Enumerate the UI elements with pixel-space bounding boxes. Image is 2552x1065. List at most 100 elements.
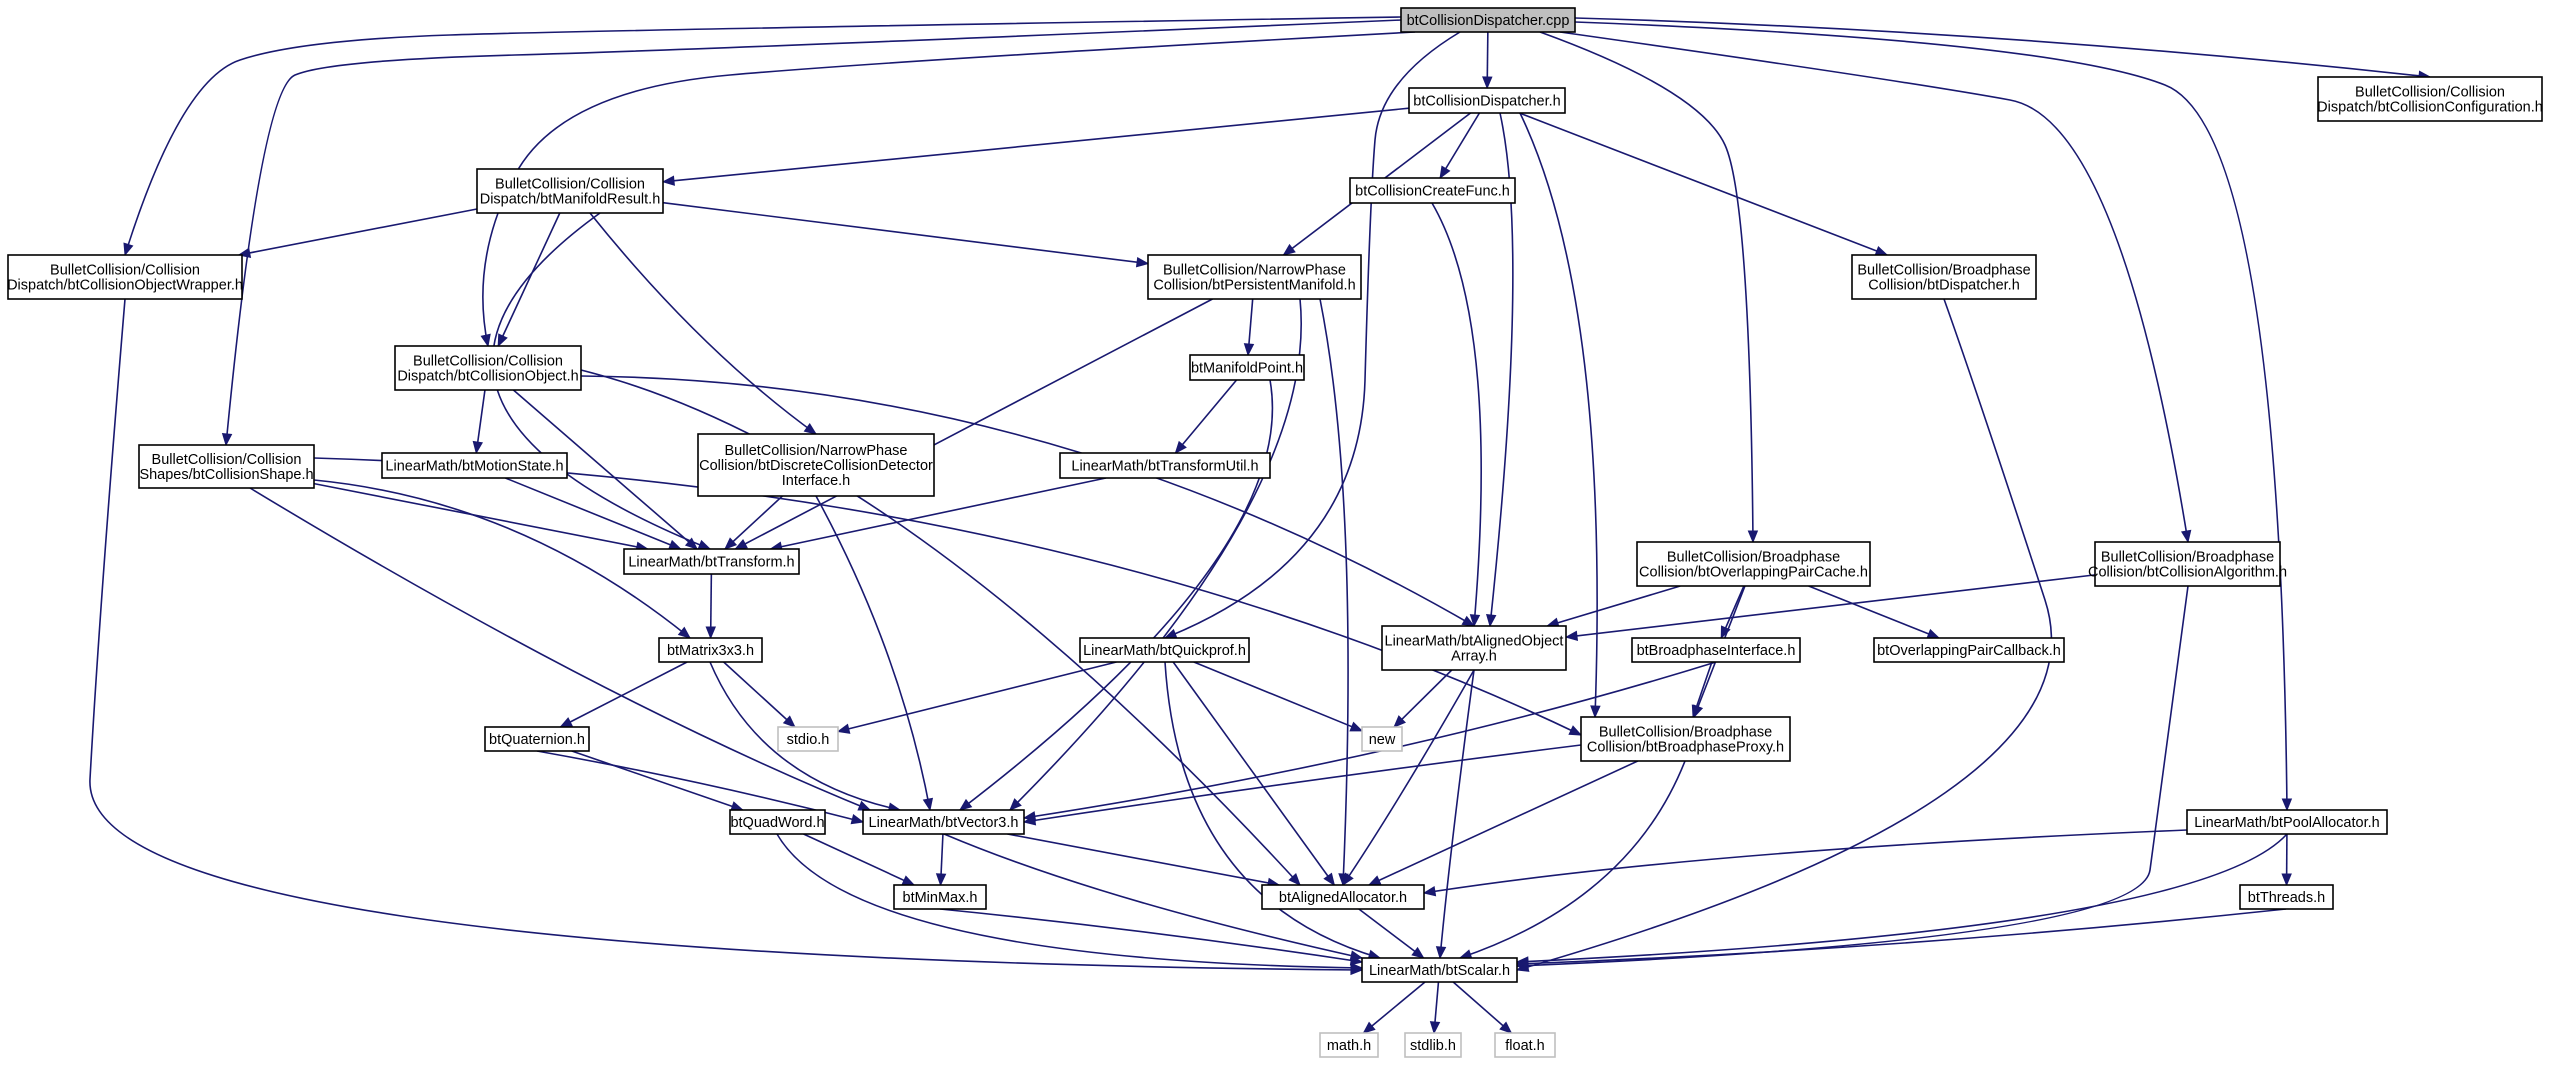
node-quaternion[interactable]: btQuaternion.h [484, 726, 590, 752]
node-box [1400, 7, 1576, 33]
node-bpProxy[interactable]: BulletCollision/BroadphaseCollision/btBr… [1580, 716, 1791, 762]
edge-discreteDetector-to-transform [724, 495, 783, 550]
node-scalar[interactable]: LinearMath/btScalar.h [1361, 957, 1518, 983]
arrowhead-collObject-to-alignedAlloc [1288, 872, 1301, 886]
edge-matrix3x3-to-stdio [723, 661, 796, 728]
node-overlapCallback[interactable]: btOverlappingPairCallback.h [1873, 637, 2065, 663]
node-collConfig[interactable]: BulletCollision/CollisionDispatch/btColl… [2317, 76, 2543, 122]
node-label: btManifoldPoint.h [1191, 361, 1303, 377]
node-transform[interactable]: LinearMath/btTransform.h [623, 548, 800, 575]
arrowhead-quickprof-to-stdio [836, 723, 851, 734]
node-collAlgorithm[interactable]: BulletCollision/BroadphaseCollision/btCo… [2088, 541, 2287, 587]
arrowhead-quaternion-to-vector3 [850, 814, 865, 825]
node-label: LinearMath/btTransform.h [628, 555, 794, 571]
node-threads[interactable]: btThreads.h [2239, 884, 2334, 910]
node-collObject[interactable]: BulletCollision/CollisionDispatch/btColl… [394, 345, 582, 391]
arrowhead-quickprof-to-alignedAlloc [1323, 872, 1336, 887]
node-box [1636, 541, 1871, 587]
node-label: BulletCollision/Collision [2355, 85, 2505, 101]
node-math[interactable]: math.h [1319, 1032, 1379, 1058]
arrowhead-quickprof-to-newh [1349, 721, 1364, 732]
node-label: Collision/btPersistentManifold.h [1153, 278, 1355, 294]
edge-quickprof-to-newh [1193, 661, 1363, 732]
node-box [862, 809, 1025, 835]
arrowhead-quadWord-to-minMax [901, 875, 916, 886]
arrowhead-poolAlloc-to-alignedAlloc [1422, 886, 1437, 897]
node-newh[interactable]: new [1361, 726, 1403, 752]
node-box [1580, 716, 1791, 762]
arrowhead-discreteDetector-to-vector3 [922, 797, 934, 812]
arrowhead-collObject-to-motionState [472, 440, 484, 455]
arrowhead-dispH-to-alignedArray [1486, 614, 1497, 628]
edge-dispH-to-btDispatcher [1519, 112, 1888, 256]
node-matrix3x3[interactable]: btMatrix3x3.h [658, 637, 763, 663]
node-stdlib[interactable]: stdlib.h [1404, 1032, 1462, 1058]
arrowhead-bpProxy-to-vector3 [1022, 815, 1037, 826]
edge-root-to-overlapCache [1539, 31, 1754, 543]
edge-scalar-to-math [1362, 981, 1426, 1034]
node-box [381, 452, 568, 479]
node-label: btBroadphaseInterface.h [1637, 643, 1796, 659]
node-box [729, 809, 826, 835]
node-transformUtil[interactable]: LinearMath/btTransformUtil.h [1059, 452, 1271, 479]
arrowhead-alignedArray-to-scalar [1435, 946, 1447, 960]
node-label: BulletCollision/NarrowPhase [1163, 263, 1346, 279]
node-minMax[interactable]: btMinMax.h [893, 884, 987, 910]
node-root[interactable]: btCollisionDispatcher.cpp [1400, 7, 1576, 33]
node-floath[interactable]: float.h [1494, 1032, 1556, 1058]
node-box [1079, 637, 1250, 663]
node-collShape[interactable]: BulletCollision/CollisionShapes/btCollis… [138, 444, 315, 489]
node-dispH[interactable]: btCollisionDispatcher.h [1408, 87, 1566, 114]
edge-matrix3x3-to-quaternion [560, 661, 688, 728]
node-box [394, 345, 582, 391]
edge-manifoldResult-to-objWrapper [238, 208, 478, 256]
node-label: new [1369, 732, 1396, 748]
node-manifoldResult[interactable]: BulletCollision/CollisionDispatch/btMani… [476, 168, 664, 214]
edges-layer [89, 16, 2432, 1035]
node-label: Collision/btDispatcher.h [1868, 278, 2020, 294]
node-label: Dispatch/btCollisionObject.h [397, 369, 578, 385]
arrowhead-bpInterface-to-bpProxy [1691, 704, 1702, 719]
node-quickprof[interactable]: LinearMath/btQuickprof.h [1079, 637, 1250, 663]
node-objWrapper[interactable]: BulletCollision/CollisionDispatch/btColl… [7, 254, 243, 300]
node-label: LinearMath/btTransformUtil.h [1071, 459, 1258, 475]
arrowhead-collObject-to-alignedArray [1461, 615, 1476, 627]
node-manifoldPoint[interactable]: btManifoldPoint.h [1189, 354, 1305, 381]
node-motionState[interactable]: LinearMath/btMotionState.h [381, 452, 568, 479]
arrowhead-collShape-to-bpProxy [1568, 725, 1583, 736]
node-label: BulletCollision/Broadphase [1599, 725, 1772, 741]
node-label: btCollisionDispatcher.cpp [1407, 13, 1570, 29]
node-bpInterface[interactable]: btBroadphaseInterface.h [1631, 637, 1801, 663]
arrowhead-manifoldPoint-to-vector3 [958, 798, 973, 811]
edge-quickprof-to-alignedAlloc [1172, 661, 1335, 886]
node-poolAlloc[interactable]: LinearMath/btPoolAllocator.h [2186, 809, 2388, 835]
node-label: Dispatch/btCollisionObjectWrapper.h [7, 278, 243, 294]
node-alignedAlloc[interactable]: btAlignedAllocator.h [1261, 884, 1425, 910]
node-discreteDetector[interactable]: BulletCollision/NarrowPhaseCollision/btD… [697, 433, 935, 497]
node-vector3[interactable]: LinearMath/btVector3.h [862, 809, 1025, 835]
arrowhead-scalar-to-stdlib [1429, 1021, 1441, 1035]
node-btDispatcher[interactable]: BulletCollision/BroadphaseCollision/btDi… [1851, 254, 2037, 300]
edge-threads-to-scalar [1516, 908, 2287, 965]
node-stdio[interactable]: stdio.h [777, 726, 839, 752]
node-persistentManifold[interactable]: BulletCollision/NarrowPhaseCollision/btP… [1147, 254, 1362, 300]
node-overlapCache[interactable]: BulletCollision/BroadphaseCollision/btOv… [1636, 541, 1871, 587]
edge-root-to-collShape [225, 19, 1402, 446]
node-label: BulletCollision/Collision [152, 452, 302, 468]
arrowhead-scalar-to-floath [1499, 1021, 1513, 1034]
node-label: btCollisionCreateFunc.h [1355, 184, 1510, 200]
node-label: Interface.h [782, 473, 851, 489]
edge-discreteDetector-to-vector3 [815, 495, 931, 811]
node-quadWord[interactable]: btQuadWord.h [729, 809, 826, 835]
arrowhead-persistentManifold-to-manifoldPoint [1243, 343, 1255, 357]
edge-root-to-collAlgorithm [1559, 31, 2189, 543]
node-label: LinearMath/btScalar.h [1369, 963, 1510, 979]
edge-objWrapper-to-scalar [89, 298, 1363, 971]
edge-collObject-to-alignedAlloc [580, 369, 1301, 886]
edge-quickprof-to-scalar [1164, 661, 1381, 959]
node-label: BulletCollision/Collision [495, 177, 645, 193]
node-label: BulletCollision/Collision [413, 354, 563, 370]
arrowhead-alignedArray-to-alignedAlloc [1342, 872, 1354, 887]
node-createFunc[interactable]: btCollisionCreateFunc.h [1349, 177, 1516, 204]
